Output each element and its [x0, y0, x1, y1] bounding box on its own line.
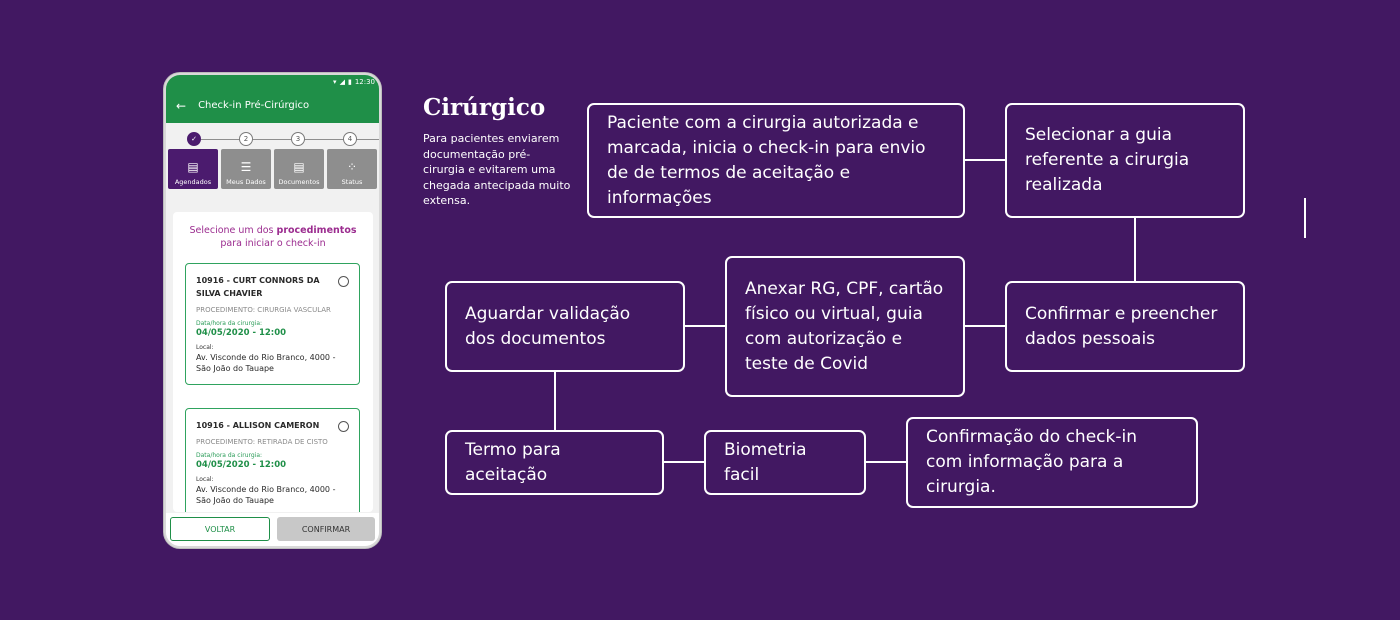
- tab-meus-dados[interactable]: ☰ Meus Dados: [221, 149, 271, 189]
- vertical-mark: [1304, 198, 1306, 238]
- procedure-address: Av. Visconde do Rio Branco, 4000 - São J…: [196, 353, 336, 373]
- local-label: Local:: [196, 344, 214, 351]
- tab-agendados[interactable]: ▤ Agendados: [168, 149, 218, 189]
- list-icon: ☰: [240, 160, 252, 174]
- date-label: Data/hora da cirurgia:: [196, 320, 263, 327]
- local-label: Local:: [196, 476, 214, 483]
- back-arrow-icon[interactable]: ←: [176, 98, 187, 113]
- section-title: Cirúrgico: [423, 94, 546, 121]
- connector-3-4: [963, 325, 1007, 327]
- battery-icon: ▮: [347, 77, 352, 86]
- prompt-bold: procedimentos: [276, 225, 357, 236]
- flow-step-7: Biometria facil: [704, 430, 866, 495]
- flow-step-8: Confirmação do check-in com informação p…: [906, 417, 1198, 508]
- tab-label: Agendados: [174, 178, 212, 186]
- radio-button[interactable]: [338, 276, 349, 287]
- status-time: 12:30: [354, 77, 375, 86]
- flow-step-5: Aguardar validação dos documentos: [445, 281, 685, 372]
- procedures-card: Selecione um dos procedimentos para inic…: [173, 212, 373, 512]
- procedure-date: 04/05/2020 - 12:00: [196, 460, 287, 470]
- connector-2-3: [1134, 217, 1136, 283]
- flow-step-4: Anexar RG, CPF, cartão físico ou virtual…: [725, 256, 965, 397]
- connector-1-2: [963, 159, 1007, 161]
- connector-7-8: [864, 461, 908, 463]
- procedure-name: 10916 - ALLISON CAMERON: [196, 421, 320, 430]
- phone-footer: VOLTAR CONFIRMAR: [166, 513, 379, 546]
- select-prompt: Selecione um dos procedimentos para inic…: [173, 224, 373, 250]
- loading-icon: ⁘: [346, 160, 358, 174]
- procedure-name: 10916 - CURT CONNORS DA SILVA CHAVIER: [196, 276, 320, 298]
- tab-bar: ▤ Agendados ☰ Meus Dados ▤ Documentos ⁘ …: [166, 149, 379, 191]
- step-4: 4: [343, 132, 357, 146]
- step-2: 2: [239, 132, 253, 146]
- flow-step-1: Paciente com a cirurgia autorizada e mar…: [587, 103, 965, 218]
- connector-4-5: [683, 325, 727, 327]
- step-1-done-check-icon: ✓: [187, 132, 201, 146]
- phone-mockup: ▾ ◢ ▮ 12:30 ← Check-in Pré-Cirúrgico ✓ 2…: [164, 73, 381, 548]
- procedure-type: PROCEDIMENTO: RETIRADA DE CISTO: [196, 438, 328, 446]
- app-bar-title: Check-in Pré-Cirúrgico: [198, 100, 310, 111]
- stepper-line: [194, 139, 379, 140]
- tab-label: Status: [341, 178, 363, 186]
- document-icon: ▤: [187, 160, 199, 174]
- step-3: 3: [291, 132, 305, 146]
- tab-documentos[interactable]: ▤ Documentos: [274, 149, 324, 189]
- connector-5-6: [554, 370, 556, 432]
- status-bar: ▾ ◢ ▮ 12:30: [166, 75, 379, 88]
- tab-status[interactable]: ⁘ Status: [327, 149, 377, 189]
- app-bar: ← Check-in Pré-Cirúrgico: [166, 88, 379, 123]
- connector-6-7: [662, 461, 706, 463]
- procedure-item[interactable]: 10916 - CURT CONNORS DA SILVA CHAVIER PR…: [185, 263, 360, 385]
- flow-step-2: Selecionar a guia referente a cirurgia r…: [1005, 103, 1245, 218]
- confirm-button[interactable]: CONFIRMAR: [277, 517, 375, 541]
- signal-icon: ◢: [339, 77, 345, 86]
- section-description: Para pacientes enviarem documentação pré…: [423, 132, 571, 207]
- prompt-text: Selecione um dos: [189, 225, 274, 236]
- stepper: ✓ 2 3 4: [166, 123, 379, 149]
- date-label: Data/hora da cirurgia:: [196, 452, 263, 459]
- prompt-text-2: para iniciar o check-in: [220, 238, 326, 249]
- tab-label: Meus Dados: [226, 178, 266, 186]
- back-button[interactable]: VOLTAR: [170, 517, 270, 541]
- procedure-date: 04/05/2020 - 12:00: [196, 328, 287, 338]
- tab-label: Documentos: [278, 178, 320, 186]
- file-icon: ▤: [293, 160, 305, 174]
- procedure-type: PROCEDIMENTO: CIRURGIA VASCULAR: [196, 306, 331, 314]
- radio-button[interactable]: [338, 421, 349, 432]
- wifi-icon: ▾: [333, 77, 337, 86]
- procedure-item[interactable]: 10916 - ALLISON CAMERON PROCEDIMENTO: RE…: [185, 408, 360, 512]
- procedure-address: Av. Visconde do Rio Branco, 4000 - São J…: [196, 485, 336, 505]
- flow-step-3: Confirmar e preencher dados pessoais: [1005, 281, 1245, 372]
- flow-step-6: Termo para aceitação: [445, 430, 664, 495]
